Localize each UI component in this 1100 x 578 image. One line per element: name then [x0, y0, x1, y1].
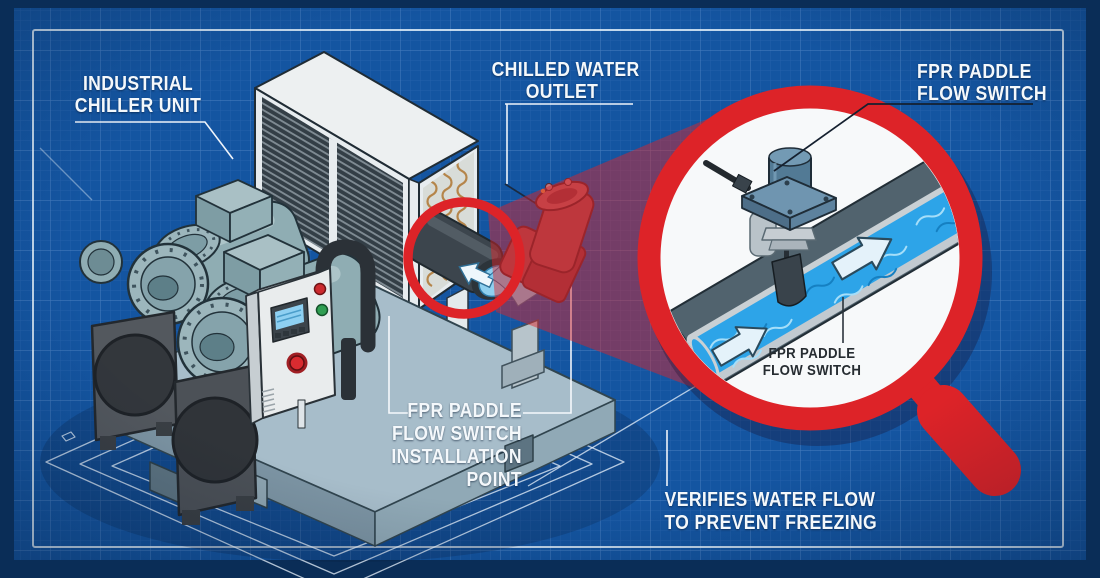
label-line: FPR PADDLE: [917, 61, 1032, 83]
label-line: POINT: [466, 469, 522, 491]
label-fpr-paddle-flow-switch: FPR PADDLE FLOW SWITCH: [917, 61, 1049, 105]
label-installation-point: FPR PADDLE FLOW SWITCH INSTALLATION POIN…: [346, 400, 522, 492]
label-line: INDUSTRIAL: [82, 73, 194, 95]
label-verifies-water-flow: VERIFIES WATER FLOW TO PREVENT FREEZING: [664, 489, 878, 534]
label-line: OUTLET: [525, 81, 599, 103]
label-line: VERIFIES WATER FLOW: [664, 489, 876, 511]
label-line: FPR PADDLE: [768, 345, 856, 362]
label-line: INSTALLATION: [391, 446, 522, 468]
label-line: TO PREVENT FREEZING: [664, 511, 878, 534]
label-line: FPR PADDLE: [407, 400, 522, 422]
label-line: FLOW SWITCH: [917, 83, 1047, 105]
label-chilled-water-outlet: CHILLED WATER OUTLET: [491, 59, 640, 103]
vignette: [14, 8, 1086, 560]
label-line: FLOW SWITCH: [762, 362, 862, 379]
label-line: CHILLER UNIT: [74, 95, 202, 117]
label-line: CHILLED WATER: [491, 59, 640, 81]
label-line: FLOW SWITCH: [392, 423, 522, 445]
label-industrial-chiller-unit: INDUSTRIAL CHILLER UNIT: [63, 73, 213, 117]
label-magnified-switch: FPR PADDLE FLOW SWITCH: [742, 345, 883, 379]
